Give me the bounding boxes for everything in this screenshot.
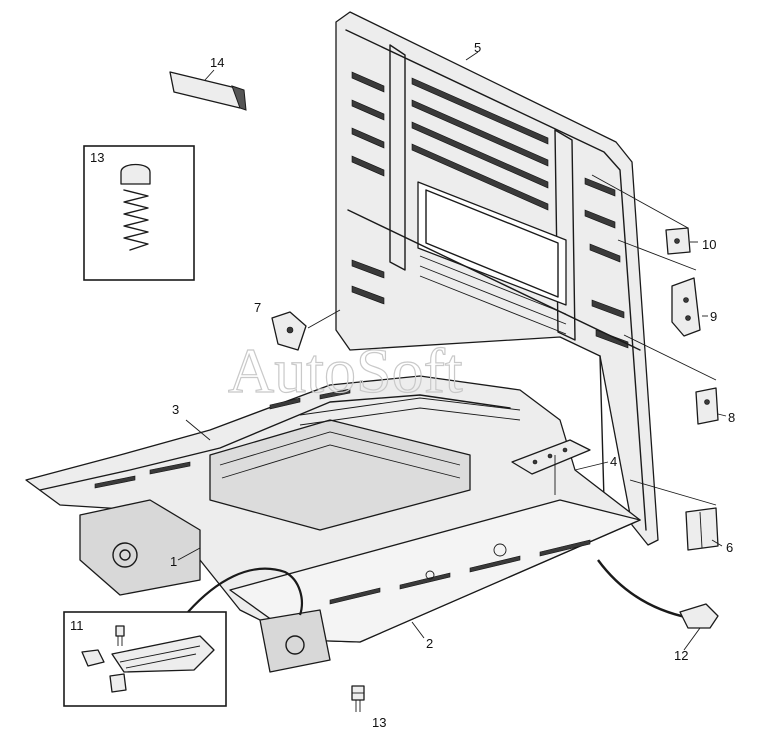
part-10-hinge <box>665 227 691 255</box>
leader-lines <box>177 51 727 651</box>
part-8-striker <box>695 387 719 425</box>
rear-wall-panel <box>335 11 659 546</box>
callout-14: 14 <box>210 55 224 70</box>
callout-3: 3 <box>172 402 179 417</box>
callout-9: 9 <box>710 309 717 324</box>
inset-box-13 <box>83 145 195 281</box>
part-4-bracket-plate <box>511 439 591 495</box>
callout-13-box: 13 <box>90 150 104 165</box>
cable-leader-11 <box>187 567 303 616</box>
callout-11: 11 <box>70 618 84 633</box>
watermark-text: AutoSoft <box>228 335 463 406</box>
part-14-trim-strip <box>169 69 247 111</box>
callout-12: 12 <box>674 648 688 663</box>
callout-10: 10 <box>702 237 716 252</box>
callout-2: 2 <box>426 636 433 651</box>
callout-7: 7 <box>254 300 261 315</box>
callout-8: 8 <box>728 410 735 425</box>
callout-13-bottom: 13 <box>372 715 386 730</box>
part-12-cap-and-cable <box>597 559 719 629</box>
spring-coil <box>123 189 149 251</box>
part-9-latch <box>671 277 701 337</box>
part-7-bracket <box>271 311 307 351</box>
callout-6: 6 <box>726 540 733 555</box>
inset-box-11 <box>63 611 227 707</box>
floor-assembly <box>25 375 641 673</box>
part-6-clip <box>685 507 719 551</box>
callout-5: 5 <box>474 40 481 55</box>
part-13-screw <box>351 685 365 712</box>
callout-4: 4 <box>610 454 617 469</box>
callout-1: 1 <box>170 554 177 569</box>
